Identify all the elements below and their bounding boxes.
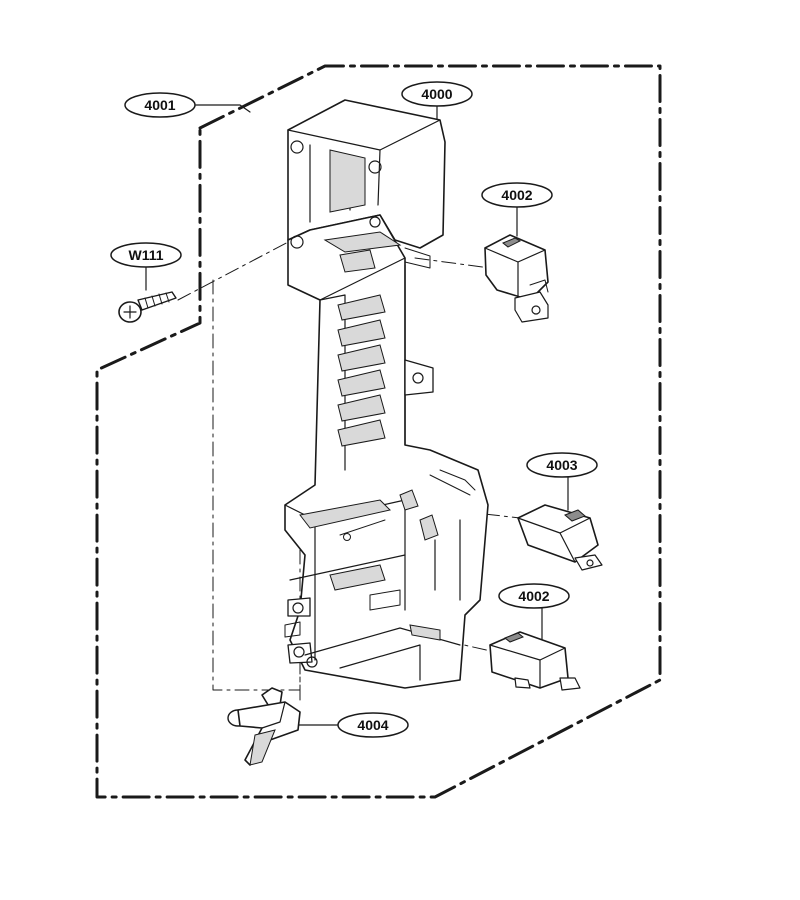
callout-4001-label: 4001 [144, 97, 175, 113]
switch-lower-part [489, 631, 581, 691]
callout-4003: 4003 [526, 452, 598, 478]
callout-w111: W111 [110, 242, 182, 268]
leader-4001 [195, 104, 251, 113]
screw-part [118, 291, 177, 323]
callout-4000-label: 4000 [421, 86, 452, 102]
callout-4003-label: 4003 [546, 457, 577, 473]
callout-4002-lower: 4002 [498, 583, 570, 609]
callout-4000: 4000 [401, 81, 473, 107]
callout-4004: 4004 [337, 712, 409, 738]
callout-4002-upper-label: 4002 [501, 187, 532, 203]
callout-4004-label: 4004 [357, 717, 388, 733]
callout-w111-label: W111 [128, 247, 163, 263]
switch-middle-part [517, 504, 603, 571]
latch-board-part [284, 99, 489, 689]
assembly-boundary [95, 64, 662, 799]
callout-4002-upper: 4002 [481, 182, 553, 208]
switch-upper-part [484, 234, 549, 323]
callout-4001: 4001 [124, 92, 196, 118]
callout-4002-lower-label: 4002 [518, 588, 549, 604]
lever-part [227, 687, 301, 766]
